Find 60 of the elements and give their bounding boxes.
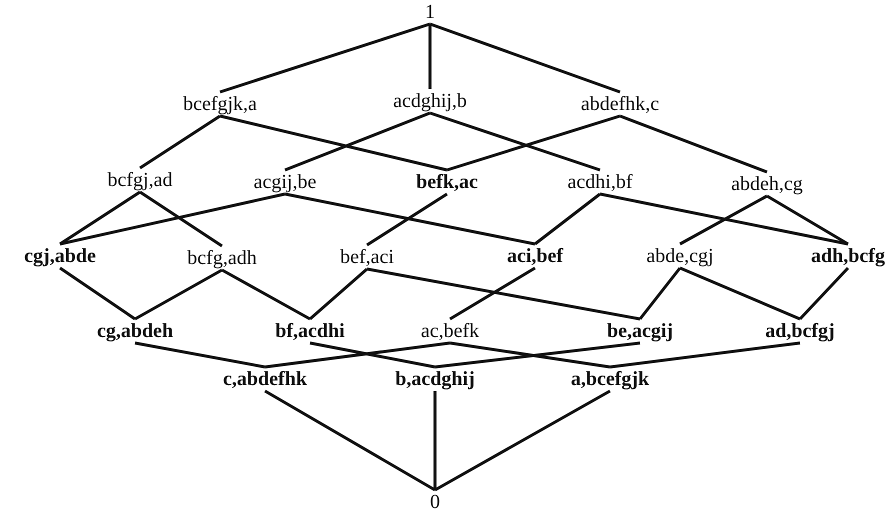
hasse-line	[430, 112, 600, 172]
hasse-line	[264, 390, 436, 492]
lattice-element-label: abdefhk,c	[580, 92, 660, 116]
lattice-element-label: aci,bef	[506, 244, 564, 268]
hasse-line	[766, 194, 849, 246]
hasse-line	[221, 268, 311, 320]
hasse-line	[284, 112, 431, 172]
lattice-element-label: bcfg,adh	[186, 246, 258, 270]
lattice-element-label: c,abdefhk	[222, 367, 308, 391]
hasse-line	[60, 192, 286, 246]
hasse-line	[309, 268, 368, 320]
hasse-line	[619, 114, 768, 174]
hasse-line	[428, 24, 432, 89]
hasse-line	[798, 266, 850, 320]
hasse-line	[449, 266, 536, 320]
lattice-element-label: 1	[424, 0, 436, 24]
hasse-line	[679, 194, 768, 246]
lattice-element-label: befk,ac	[415, 170, 479, 194]
hasse-line	[139, 190, 223, 248]
hasse-line	[59, 190, 141, 246]
lattice-element-label: acdghij,b	[392, 89, 468, 113]
lattice-element-label: abdeh,cg	[730, 172, 804, 196]
lattice-element-label: ac,befk	[420, 319, 480, 343]
lattice-element-label: a,bcefgjk	[570, 367, 650, 391]
hasse-line	[264, 342, 450, 368]
hasse-line	[134, 268, 223, 320]
hasse-line	[638, 267, 682, 320]
lattice-element-label: 0	[429, 490, 441, 513]
lattice-element-label: acgij,be	[252, 170, 318, 194]
lattice-element-label: acdhi,bf	[566, 170, 634, 194]
hasse-line	[434, 342, 640, 368]
hasse-line	[284, 192, 536, 246]
hasse-line	[220, 22, 430, 94]
hasse-line	[366, 192, 448, 246]
lattice-element-label: bcefgjk,a	[182, 92, 258, 116]
hasse-line	[434, 390, 611, 492]
hasse-line	[450, 342, 610, 368]
hasse-line	[534, 192, 601, 246]
lattice-element-label: cg,abdeh	[96, 319, 174, 343]
hasse-line	[134, 342, 266, 368]
hasse-line	[610, 342, 800, 368]
lattice-element-label: ad,bcfgj	[764, 319, 836, 343]
lattice-element-label: bef,aci	[339, 245, 395, 269]
hasse-line	[679, 266, 801, 320]
lattice-element-label: b,acdghij	[394, 367, 476, 391]
hasse-line	[446, 114, 620, 172]
lattice-element-label: bcfgj,ad	[106, 168, 174, 192]
hasse-line	[59, 266, 136, 320]
hasse-line	[310, 342, 436, 368]
hasse-line	[434, 391, 436, 490]
hasse-line	[220, 114, 448, 172]
hasse-line	[430, 22, 620, 94]
lattice-element-label: abde,cgj	[645, 244, 715, 268]
lattice-element-label: be,acgij	[606, 319, 674, 343]
hasse-line	[600, 192, 848, 246]
hasse-line	[366, 268, 640, 320]
lattice-element-label: adh,bcfg	[810, 244, 886, 268]
lattice-element-label: bf,acdhi	[274, 319, 346, 343]
hasse-line	[139, 114, 221, 170]
lattice-element-label: cgj,abde	[23, 244, 97, 268]
